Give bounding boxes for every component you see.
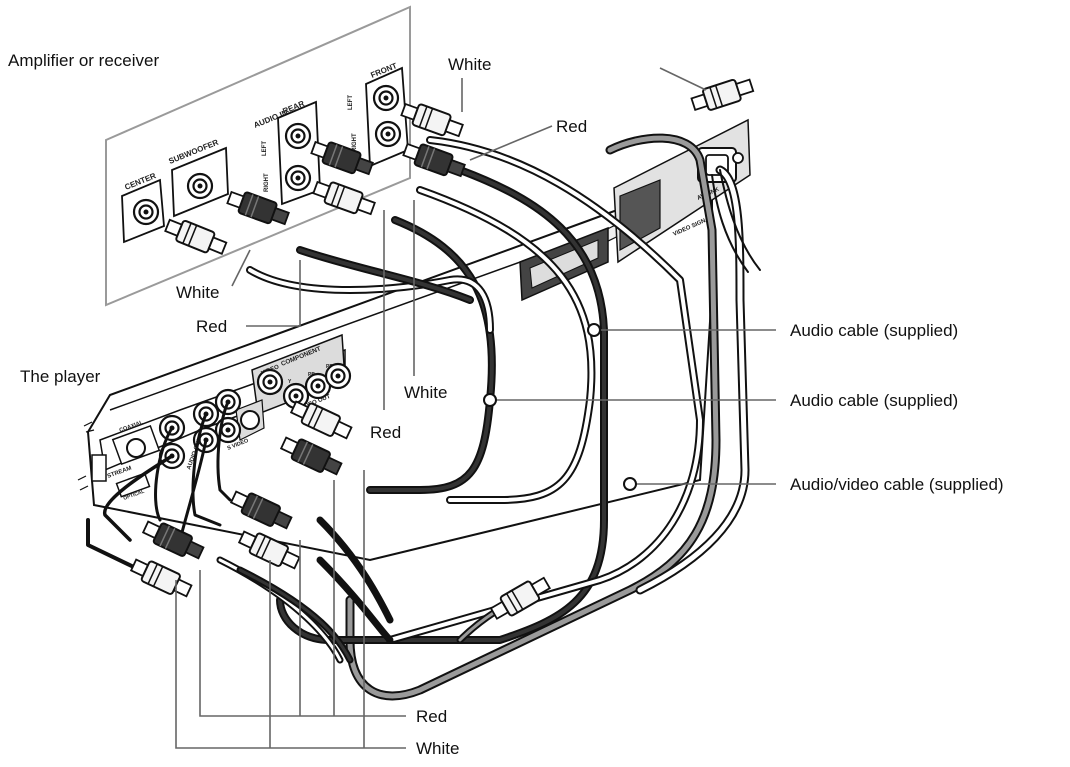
front-red-label: Red bbox=[556, 117, 588, 136]
player-label: The player bbox=[20, 367, 101, 386]
front-white-label: White bbox=[448, 55, 492, 74]
amp-red-label: Red bbox=[196, 317, 228, 336]
bottom-white-label: White bbox=[416, 739, 460, 758]
amp-jack-front-right bbox=[374, 120, 402, 148]
rear-left-text: LEFT bbox=[262, 141, 268, 156]
mid-red-label: Red bbox=[370, 423, 402, 442]
y-text: Y bbox=[288, 379, 292, 385]
leader-lines bbox=[175, 67, 776, 749]
amp-jack-center bbox=[132, 198, 160, 226]
cables bbox=[86, 133, 761, 701]
plug-av-top bbox=[688, 73, 756, 116]
component-jack-pr bbox=[324, 362, 352, 390]
amplifier-label: Amplifier or receiver bbox=[8, 51, 160, 70]
av-cable-label: Audio/video cable (supplied) bbox=[790, 475, 1004, 494]
video-jack bbox=[256, 368, 284, 396]
amp-jack-front-left bbox=[372, 84, 400, 112]
amp-jack-subwoofer bbox=[186, 172, 214, 200]
audio-cable-2-label: Audio cable (supplied) bbox=[790, 391, 959, 410]
rear-right-text: RIGHT bbox=[264, 173, 270, 192]
amp-white-label: White bbox=[176, 283, 220, 302]
front-left-text: LEFT bbox=[348, 95, 354, 110]
plug-bottom-white-2 bbox=[128, 554, 195, 602]
audio-cable-1-label: Audio cable (supplied) bbox=[790, 321, 959, 340]
amp-jack-rear-left bbox=[284, 122, 312, 150]
front-right-text: RIGHT bbox=[352, 133, 358, 152]
mid-white-label: White bbox=[404, 383, 448, 402]
bottom-red-label: Red bbox=[416, 707, 448, 726]
amp-jack-rear-right bbox=[284, 164, 312, 192]
